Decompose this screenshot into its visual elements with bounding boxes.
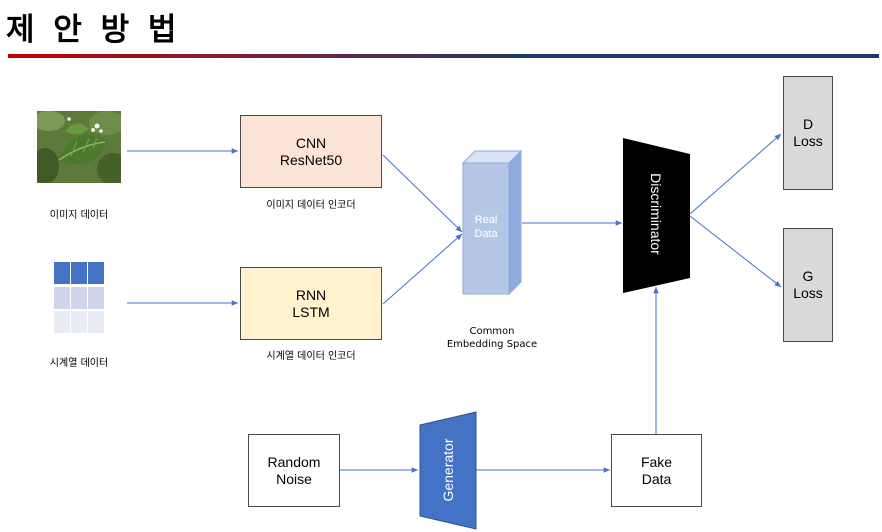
- embedding-real-data-label: Real Data: [463, 210, 509, 244]
- g-loss-box: G Loss: [783, 228, 833, 342]
- real-label: Real: [474, 214, 498, 226]
- data-label: Data: [474, 228, 498, 240]
- d-loss-label: Loss: [793, 133, 823, 149]
- common-label: Common: [469, 326, 515, 337]
- g-loss-label: Loss: [793, 285, 823, 301]
- cnn-encoder-box: CNN ResNet50: [240, 115, 382, 188]
- discriminator-label: Discriminator: [648, 173, 664, 255]
- resnet50-label: ResNet50: [279, 151, 343, 168]
- arrow-rnn-to-embedding: [382, 233, 463, 305]
- embedding-space-label: Embedding Space: [446, 339, 538, 350]
- embedding-space-caption: Common Embedding Space: [432, 325, 552, 351]
- leaf-photo-icon: [37, 111, 121, 183]
- image-data-caption: 이미지 데이터: [49, 210, 109, 221]
- generator-label: Generator: [440, 438, 456, 502]
- d-loss-box: D Loss: [783, 76, 833, 190]
- cnn-label: CNN: [295, 134, 327, 151]
- arrow-cnn-to-embedding: [382, 154, 463, 233]
- generator-shape: [419, 411, 477, 530]
- timeseries-data-caption: 시계열 데이터: [49, 358, 109, 369]
- fake-data-label: Data: [641, 470, 672, 487]
- noise-label: Noise: [276, 470, 312, 487]
- g-label: G: [802, 268, 814, 284]
- random-noise-box: Random Noise: [248, 434, 340, 507]
- rnn-encoder-box: RNN LSTM: [240, 267, 382, 340]
- random-label: Random: [267, 453, 321, 470]
- fake-data-box: Fake Data: [611, 434, 702, 507]
- fake-label: Fake: [640, 453, 673, 470]
- table-grid-icon: [54, 262, 106, 334]
- d-label: D: [802, 116, 814, 132]
- embedding-block: [461, 149, 523, 296]
- lstm-label: LSTM: [292, 303, 330, 320]
- rnn-label: RNN: [295, 286, 327, 303]
- cnn-encoder-caption: 이미지 데이터 인코더: [266, 200, 356, 211]
- arrow-discriminator-to-gloss: [689, 215, 782, 288]
- arrow-discriminator-to-dloss: [689, 133, 782, 215]
- rnn-encoder-caption: 시계열 데이터 인코더: [266, 351, 356, 362]
- page-title: 제 안 방 법: [6, 12, 181, 48]
- title-divider: [8, 54, 879, 58]
- discriminator-shape: [623, 138, 690, 293]
